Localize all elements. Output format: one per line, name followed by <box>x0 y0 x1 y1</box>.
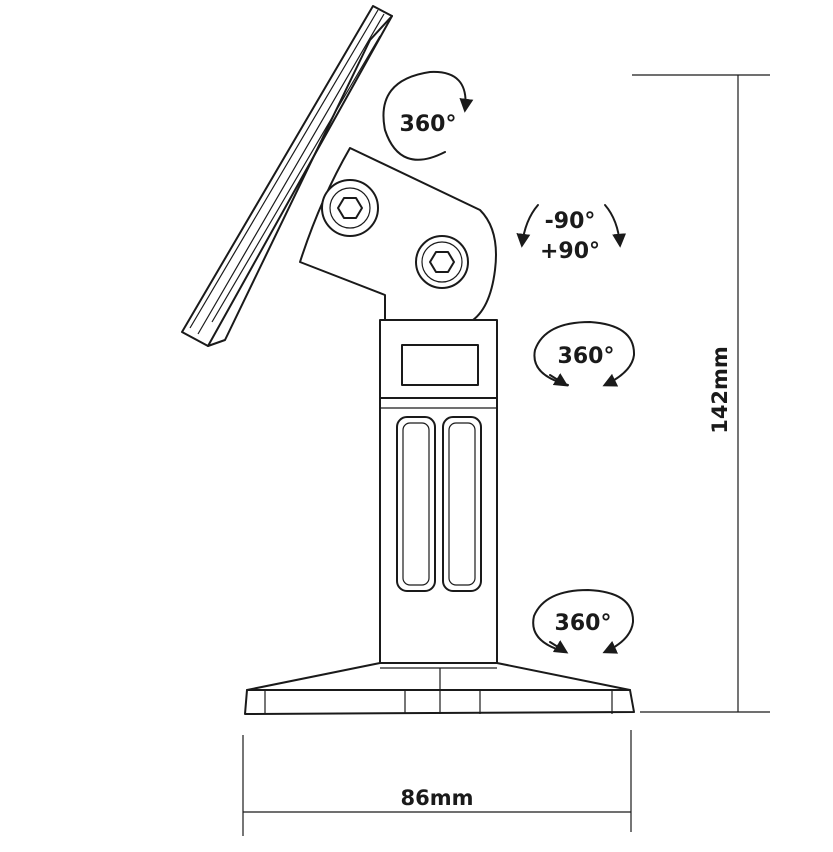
mounting-plate <box>181 5 393 347</box>
width-label: 86mm <box>401 786 474 810</box>
height-dimension: 142mm <box>632 74 770 713</box>
collar-window <box>401 344 479 386</box>
width-dimension: 86mm <box>242 730 632 836</box>
rotation-indicator-base: 360° <box>532 589 635 654</box>
rotation-label-collar: 360° <box>558 344 615 369</box>
hex-bolt-upper <box>329 187 371 229</box>
rotation-label-base: 360° <box>555 611 612 636</box>
rotation-indicator-collar: 360° <box>533 321 636 387</box>
height-label: 142mm <box>708 346 732 434</box>
base <box>244 662 635 715</box>
column-slot-right <box>442 416 482 592</box>
rotation-label-tilt-minus: -90° <box>545 209 596 234</box>
rotation-indicator-plate: 360° <box>382 70 474 161</box>
rotation-indicator-tilt: -90° +90° <box>516 204 627 264</box>
rotation-label-tilt-plus: +90° <box>540 239 600 264</box>
column <box>379 319 498 668</box>
rotation-label-plate: 360° <box>400 112 457 137</box>
tilt-arm <box>299 147 497 323</box>
column-slot-left <box>396 416 436 592</box>
hex-bolt-lower <box>421 241 463 283</box>
